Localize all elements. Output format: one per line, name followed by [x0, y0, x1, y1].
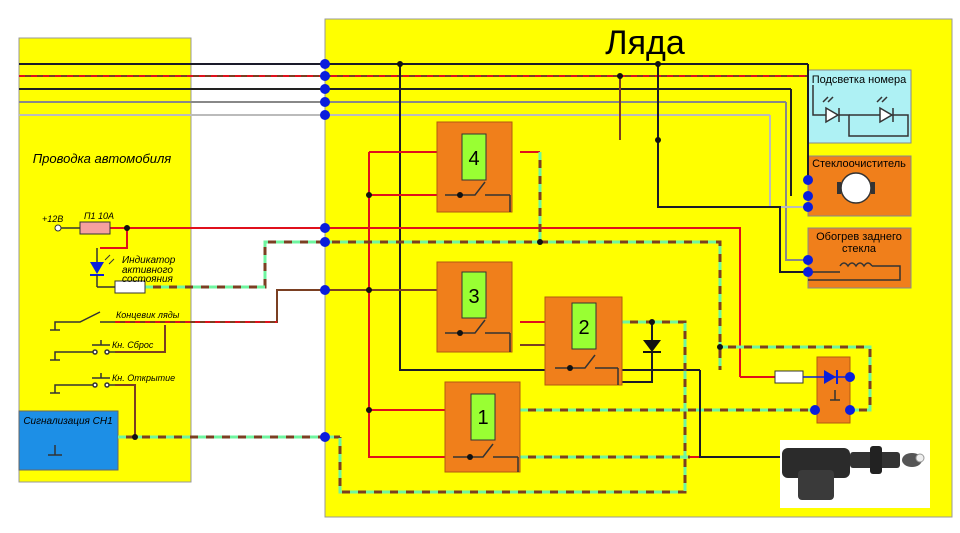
defroster-box	[807, 227, 912, 289]
fuse-icon	[79, 221, 111, 235]
relay-4-number: 4	[468, 148, 479, 170]
relay-1-number: 1	[477, 407, 488, 429]
relay-4: 4	[436, 121, 513, 213]
led-indicator-block	[774, 356, 851, 424]
tailgate-switch-label: Концевик ляды	[116, 310, 180, 320]
fuse-label: П1 10А	[84, 211, 114, 221]
top-bus-wires	[19, 63, 808, 116]
junction-dots	[320, 59, 855, 442]
defroster-label-1: Обогрев заднего	[816, 231, 902, 243]
indicator-label-2: активного	[122, 265, 173, 276]
wire-joint-dots	[124, 61, 723, 460]
alarm-box	[18, 410, 119, 471]
indicator-led-icon	[90, 248, 115, 288]
supply-label: +12В	[42, 214, 63, 224]
relay-3-number: 3	[468, 286, 479, 308]
plate-led-icons	[812, 85, 909, 137]
switch-wires	[115, 289, 780, 458]
indicator-label-1: Индикатор	[122, 255, 176, 266]
indicator-resistor	[114, 280, 146, 294]
alarm-label: Сигнализация СН1	[23, 416, 112, 427]
tailgate-title: Ляда	[605, 24, 685, 62]
switch-symbols	[48, 311, 115, 456]
indicator-label-3: состояния	[122, 274, 174, 285]
defroster-heater-icon	[808, 262, 901, 281]
plate-light-label: Подсветка номера	[812, 74, 907, 86]
open-button-label: Кн. Открытие	[112, 373, 175, 383]
reset-button-label: Кн. Сброс	[112, 340, 154, 350]
plate-light-box	[807, 69, 912, 144]
signal-wires-green	[118, 152, 872, 494]
relay-2: 2	[544, 296, 623, 386]
relay-3: 3	[436, 261, 513, 353]
car-wiring-title: Проводка автомобиля	[33, 151, 172, 166]
lock-actuator-image	[780, 440, 930, 508]
relay-2-number: 2	[578, 317, 589, 339]
wiper-label: Стеклоочиститель	[812, 158, 906, 170]
defroster-label-2: стекла	[842, 243, 877, 255]
relay-1: 1	[444, 381, 521, 473]
supply-terminal	[54, 224, 80, 232]
wiper-motor-icon	[837, 172, 875, 204]
diode-icon	[643, 340, 661, 353]
